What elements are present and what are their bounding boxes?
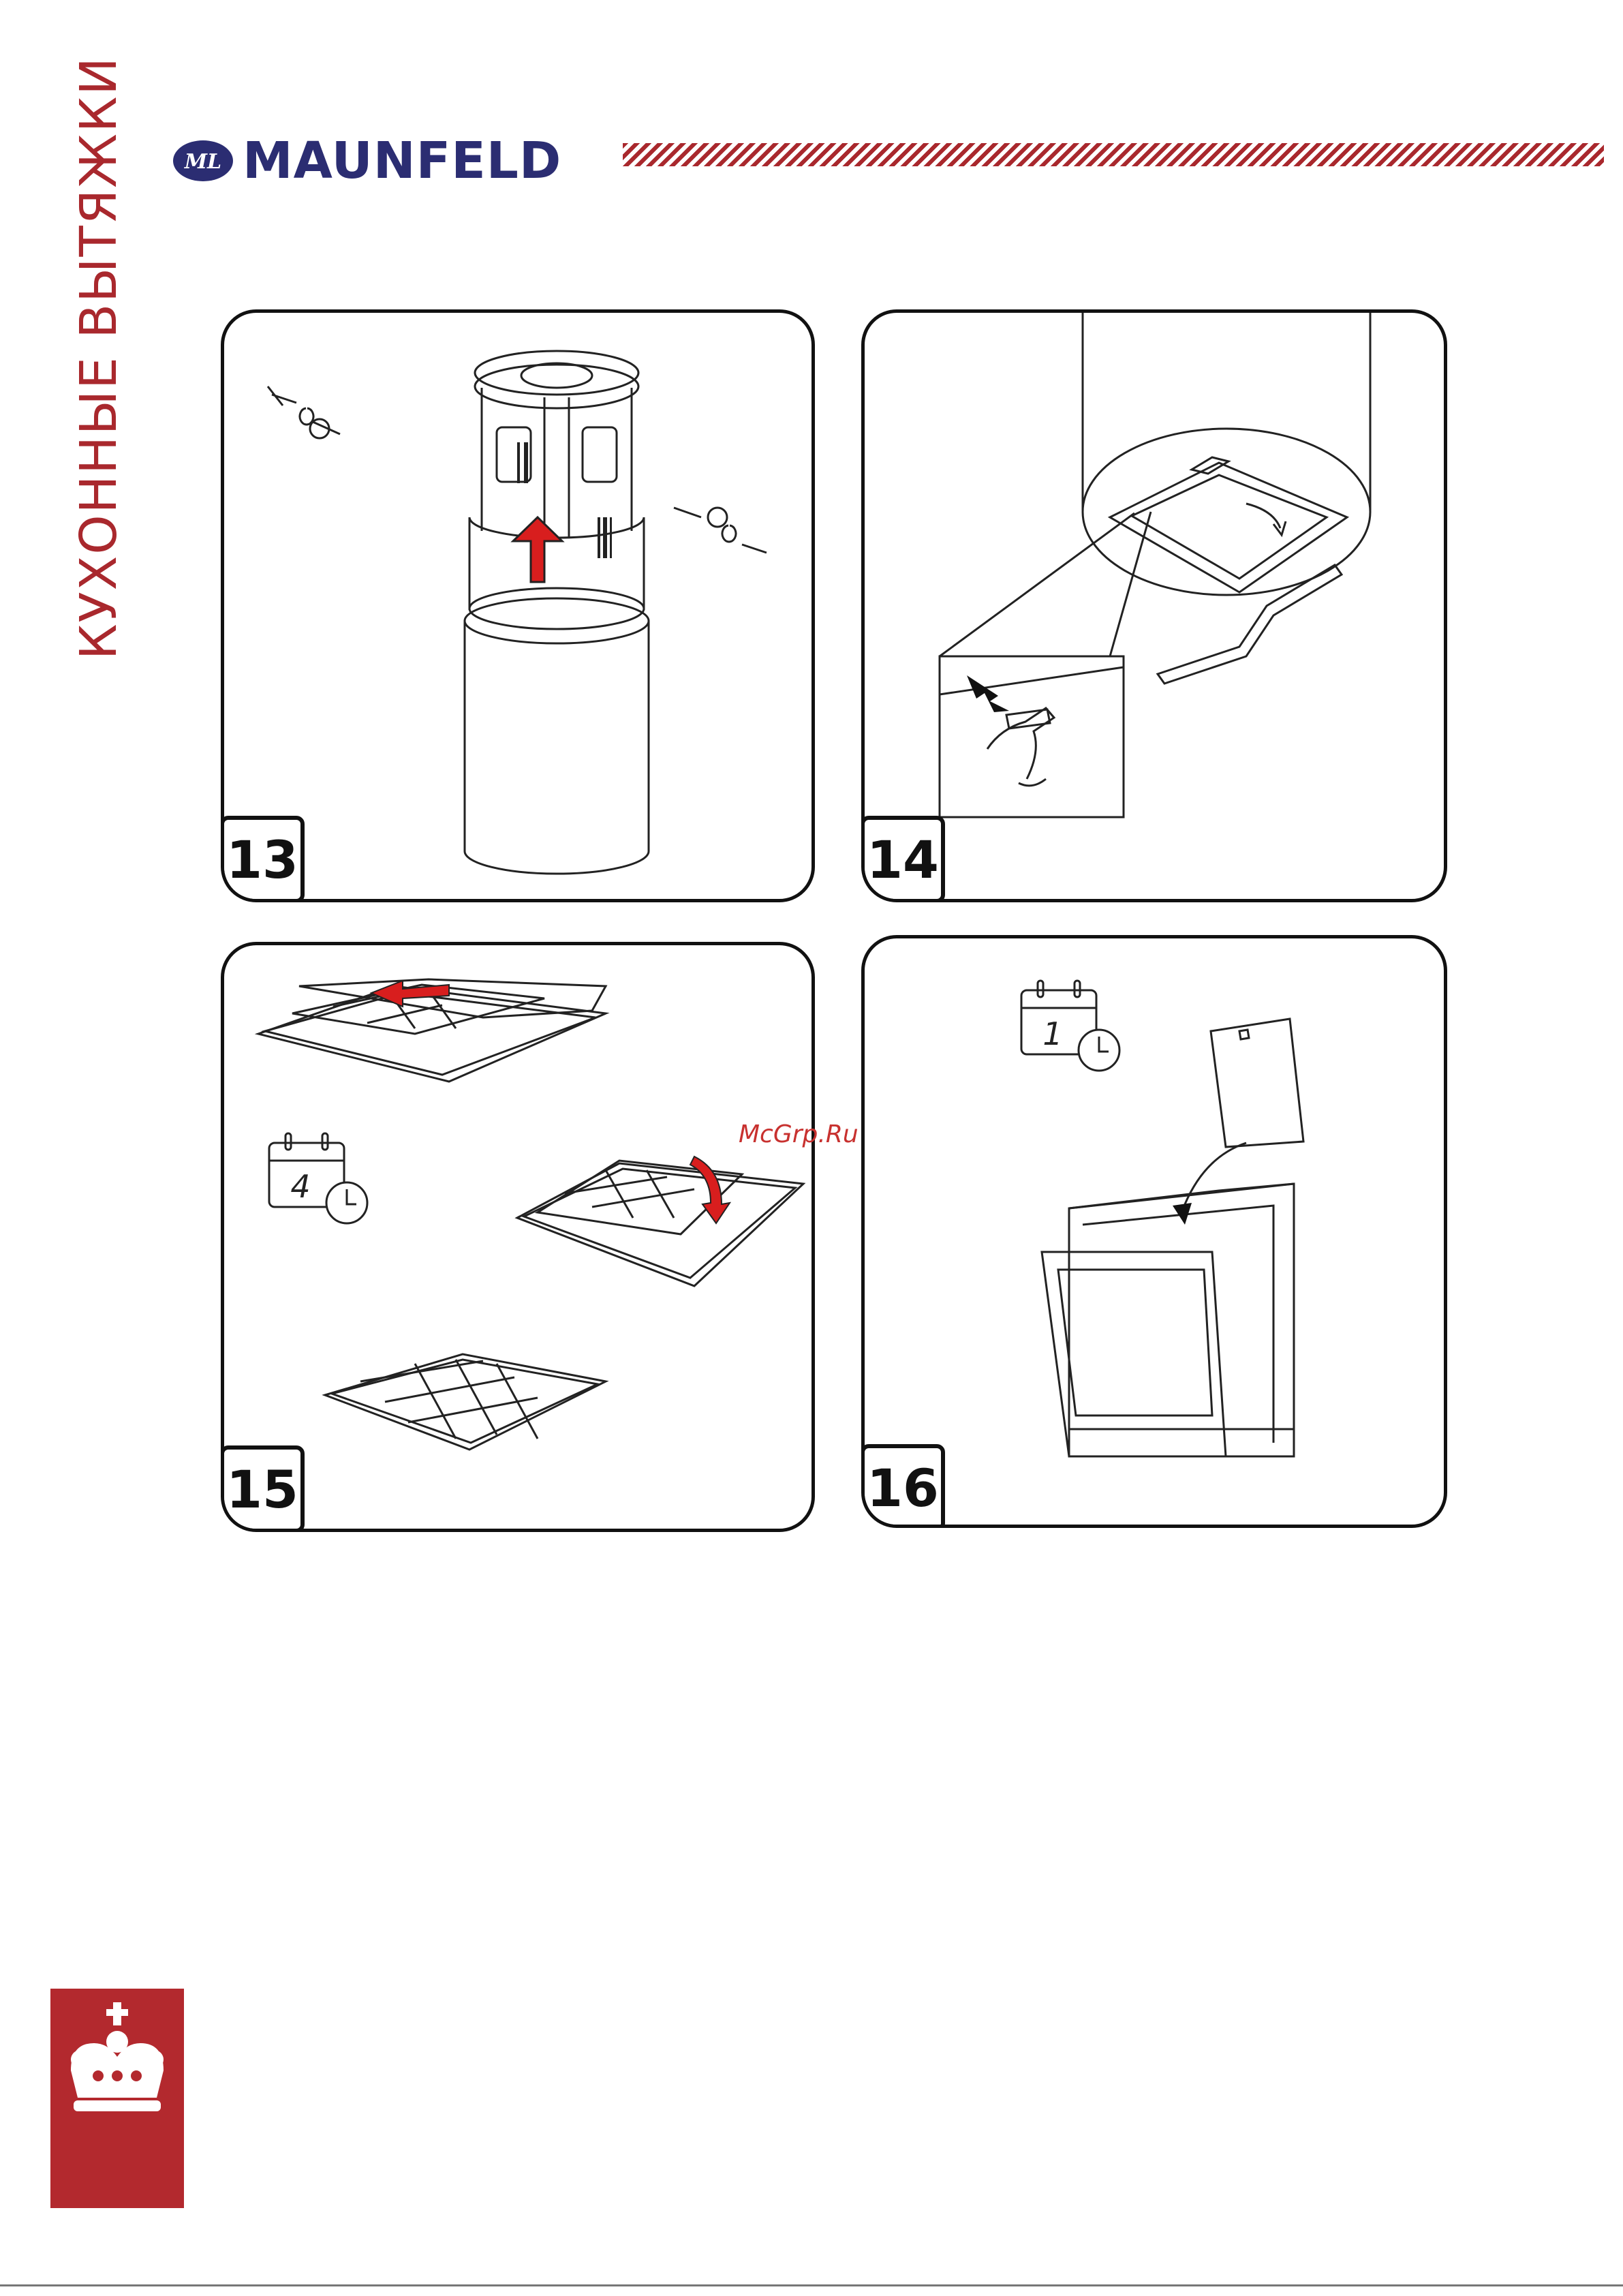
hood-chimney-assembly-illustration [224,313,812,899]
step-13-panel: 13 [221,309,815,902]
step-number-badge: 13 [221,816,305,902]
push-arrow-icon [967,675,1009,712]
step-16-panel: 1 16 [861,935,1447,1528]
crown-seal-logo [50,1989,184,2208]
step-number-badge: 16 [861,1444,945,1528]
svg-text:1: 1 [1042,1015,1062,1052]
calendar-clock-icon: 4 [269,1133,367,1223]
filter-grease-removal-illustration [865,313,1444,899]
watermark: McGrp.Ru [739,1120,859,1148]
red-curved-arrow-icon [690,1157,730,1223]
side-section-title: КУХОННЫЕ ВЫТЯЖКИ [69,128,131,660]
step-number-badge: 15 [221,1445,305,1532]
svg-text:ML: ML [184,150,221,174]
crown-icon [50,1989,184,2208]
brand-logo: ML MAUNFELD [172,134,581,188]
logo-mark-icon: ML [172,139,234,183]
brand-name: MAUNFELD [243,134,561,188]
step-15-panel: 4 15 [221,942,815,1532]
step-14-panel: 14 [861,309,1447,902]
svg-text:4: 4 [290,1168,310,1205]
dishwasher-cleaning-illustration: 1 [865,938,1444,1525]
carbon-filter-replacement-illustration: 4 [224,945,812,1529]
calendar-clock-icon: 1 [1021,981,1119,1071]
footer-line [0,2284,1623,2286]
header-stripe [623,143,1604,166]
step-number-badge: 14 [861,816,945,902]
red-up-arrow-icon [513,517,562,582]
